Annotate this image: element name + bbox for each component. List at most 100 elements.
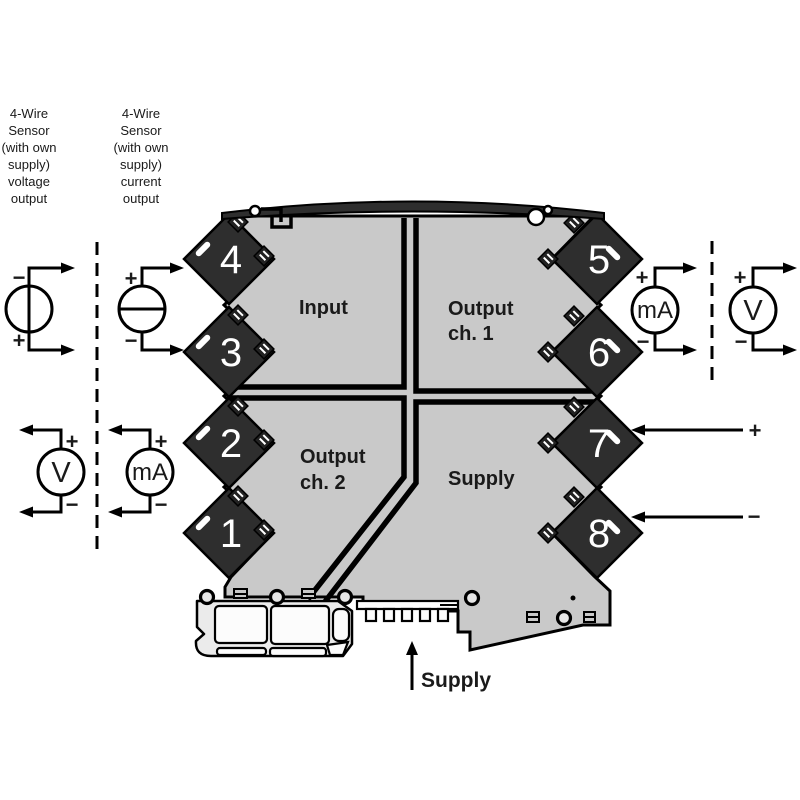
- pin-dot: [570, 595, 576, 601]
- ammeter-left-symbol: mA + −: [108, 424, 175, 518]
- mounting-ring-icon: [268, 588, 286, 606]
- tooth: [400, 607, 414, 623]
- terminal-5-number: 5: [588, 238, 610, 282]
- arrow-right-icon: [783, 262, 797, 274]
- voltmeter-label: V: [743, 295, 763, 327]
- voltmeter-label: V: [51, 457, 71, 489]
- polarity-plus: +: [155, 429, 168, 454]
- polarity-plus: +: [734, 265, 747, 290]
- barrier-output2: [227, 395, 407, 601]
- bracket-wedge: [325, 640, 350, 657]
- arrow-left-icon: [631, 511, 645, 523]
- tooth: [436, 607, 450, 623]
- terminal-3-number: 3: [220, 331, 242, 375]
- polarity-plus: +: [13, 328, 26, 353]
- arrow-left-icon: [19, 506, 33, 518]
- label-line: current: [121, 174, 162, 189]
- quadrant-label-supply: Supply: [448, 468, 516, 490]
- quadrant-label-output1-line2: ch. 1: [448, 323, 494, 345]
- supply-arrow-label: Supply: [421, 669, 491, 692]
- sensor-voltage-label: 4-Wire Sensor (with own supply) voltage …: [2, 106, 57, 206]
- voltmeter-left-symbol: V + −: [19, 424, 86, 518]
- terminal-6-number: 6: [588, 331, 610, 375]
- voltmeter-right-symbol: V + −: [728, 262, 797, 356]
- tooth: [418, 607, 432, 623]
- label-line: Sensor: [8, 123, 50, 138]
- ammeter-circle: [630, 285, 680, 335]
- label-line: voltage: [8, 174, 50, 189]
- mounting-ring-icon: [198, 588, 216, 606]
- label-line: 4-Wire: [122, 106, 160, 121]
- bracket-slat: [215, 646, 268, 657]
- polarity-minus: −: [637, 329, 650, 354]
- din-rail-foot: [194, 588, 596, 658]
- clip-tab-icon: [301, 588, 316, 599]
- polarity-plus: +: [636, 265, 649, 290]
- polarity-minus: −: [66, 492, 79, 517]
- sensor-current-label: 4-Wire Sensor (with own supply) current …: [114, 106, 169, 206]
- voltmeter-circle: [36, 447, 86, 497]
- arrow-right-icon: [783, 344, 797, 356]
- ammeter-label: mA: [637, 297, 673, 324]
- label-line: (with own: [2, 140, 57, 155]
- terminal-3: 3: [182, 304, 276, 399]
- label-line: 4-Wire: [10, 106, 48, 121]
- bracket-cell: [213, 604, 269, 645]
- polarity-plus: +: [125, 266, 138, 291]
- tooth: [382, 607, 396, 623]
- terminal-8-number: 8: [588, 512, 610, 556]
- voltage-source-symbol: − +: [4, 262, 75, 356]
- label-line: output: [123, 191, 160, 206]
- clip-tab-icon: [526, 611, 540, 623]
- label-line: Sensor: [120, 123, 162, 138]
- arrow-up-icon: [406, 641, 418, 655]
- arrow-right-icon: [683, 344, 697, 356]
- polarity-minus: −: [748, 504, 761, 529]
- quadrant-label-output1-line1: Output: [448, 298, 514, 320]
- arrow-right-icon: [170, 262, 184, 274]
- polarity-minus: −: [13, 265, 26, 290]
- label-line: output: [11, 191, 48, 206]
- arrow-left-icon: [108, 506, 122, 518]
- ammeter-right-symbol: mA + −: [630, 262, 697, 356]
- terminal-7-number: 7: [588, 422, 610, 466]
- tooth: [364, 607, 378, 623]
- mounting-ring-icon: [336, 588, 354, 606]
- terminal-1: 1: [182, 485, 276, 580]
- latch-left-icon: [248, 204, 293, 229]
- device-top-cap: [221, 200, 605, 221]
- ammeter-circle: [125, 447, 175, 497]
- ammeter-label: mA: [132, 459, 168, 486]
- latch-right-icon: [526, 204, 554, 227]
- polarity-minus: −: [125, 328, 138, 353]
- polarity-plus: +: [66, 429, 79, 454]
- bus-connector-teeth: [364, 607, 450, 623]
- voltmeter-circle: [728, 285, 778, 335]
- arrow-right-icon: [61, 262, 75, 274]
- terminal-2-number: 2: [220, 422, 242, 466]
- quadrant-label-output2-line1: Output: [300, 446, 366, 468]
- arrow-right-icon: [170, 344, 184, 356]
- terminal-8: 8: [537, 486, 644, 580]
- terminal-1-number: 1: [220, 512, 242, 556]
- mounting-ring-icon: [555, 609, 573, 627]
- polarity-minus: −: [735, 329, 748, 354]
- barrier-supply: [321, 399, 597, 605]
- barrier-input: [235, 218, 407, 390]
- supply-plus-line: +: [631, 418, 761, 443]
- current-source-symbol: + −: [117, 262, 184, 356]
- label-line: (with own: [114, 140, 169, 155]
- terminal-2: 2: [182, 395, 276, 490]
- quadrant-label-input: Input: [299, 297, 348, 319]
- barrier-output1: [413, 218, 597, 394]
- supply-arrow: Supply: [406, 641, 491, 692]
- arrow-left-icon: [108, 424, 122, 436]
- mounting-ring-icon: [463, 589, 481, 607]
- terminal-4-number: 4: [220, 238, 242, 282]
- label-line: supply): [8, 157, 50, 172]
- polarity-plus: +: [749, 418, 762, 443]
- label-line: supply): [120, 157, 162, 172]
- supply-minus-line: −: [631, 504, 760, 529]
- bracket-cell: [269, 604, 331, 646]
